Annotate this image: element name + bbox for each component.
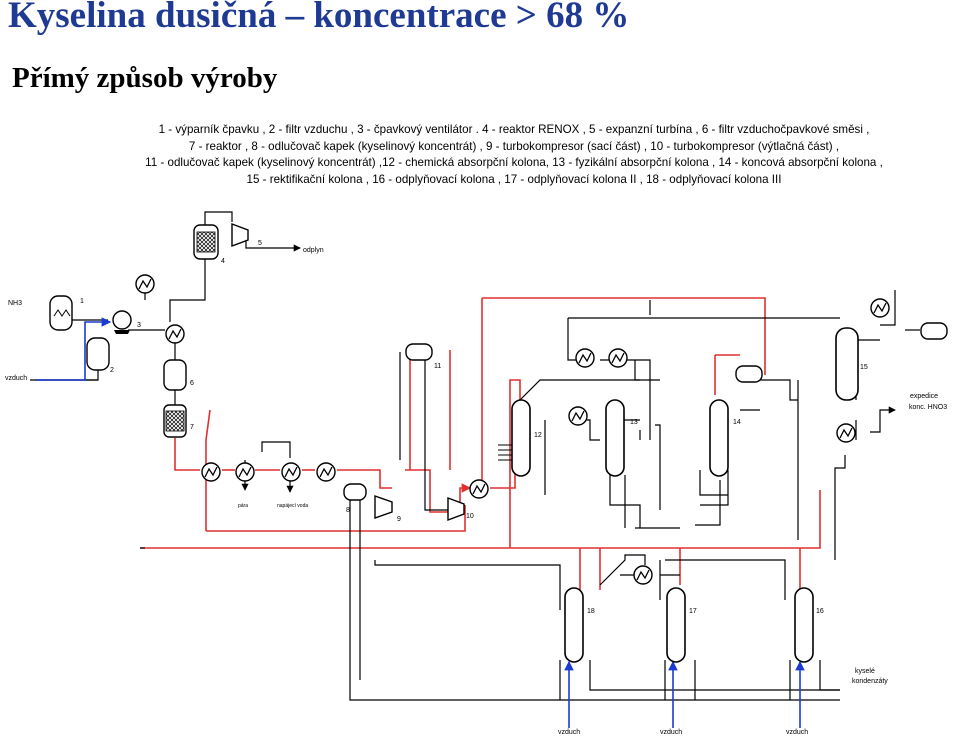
heat-exchanger-icon bbox=[281, 462, 301, 482]
air-lines bbox=[36, 317, 805, 728]
heat-exchanger-icon bbox=[165, 324, 185, 344]
renox-reactor bbox=[193, 224, 219, 260]
odplyn-label: odplyn bbox=[303, 247, 324, 254]
heat-exchanger-icon bbox=[469, 479, 489, 499]
legend-line-3: 11 - odlučovač kapek (kyselinový koncent… bbox=[145, 156, 883, 170]
vzduch-18-label: vzduch bbox=[558, 729, 580, 736]
vzduch-16-label: vzduch bbox=[786, 729, 808, 736]
equipment-number: 18 bbox=[587, 608, 595, 615]
gas-lines bbox=[140, 297, 821, 590]
compressor-suction bbox=[374, 495, 393, 519]
air-filter bbox=[86, 337, 110, 371]
physical-absorption-column bbox=[605, 399, 625, 477]
equipment-number: 17 bbox=[689, 608, 697, 615]
heat-exchanger-icon bbox=[235, 462, 255, 482]
nh3-label: NH3 bbox=[8, 300, 22, 307]
page-title: Kyselina dusičná – koncentrace > 68 % bbox=[8, 0, 630, 36]
equipment-number: 13 bbox=[630, 419, 638, 426]
heat-exchanger-icon bbox=[201, 462, 221, 482]
heat-exchanger-icon bbox=[135, 274, 155, 294]
legend-line-2: 7 - reaktor , 8 - odlučovač kapek (kysel… bbox=[188, 139, 840, 153]
chemical-absorption-column bbox=[498, 399, 531, 477]
equipment-number: 1 bbox=[80, 298, 84, 305]
main-reactor bbox=[163, 404, 187, 438]
equipment-legend: 1 - výparník čpavku , 2 - filtr vzduchu … bbox=[84, 122, 944, 188]
expansion-turbine bbox=[231, 222, 249, 248]
droplet-separator-8 bbox=[343, 483, 367, 501]
equipment-number: 3 bbox=[137, 322, 141, 329]
heat-exchanger-icon bbox=[836, 423, 856, 443]
heat-exchanger-icon bbox=[633, 565, 653, 585]
equipment-number: 14 bbox=[733, 419, 741, 426]
separator-vessel bbox=[735, 365, 763, 383]
stripping-column-17 bbox=[666, 587, 686, 663]
process-lines bbox=[30, 211, 920, 701]
expedice-label-1: expedice bbox=[910, 393, 938, 400]
heat-exchanger-icon bbox=[870, 298, 890, 318]
legend-line-4: 15 - rektifikační kolona , 16 - odplyňov… bbox=[246, 172, 782, 186]
heat-exchanger-icon bbox=[568, 406, 588, 426]
equipment-number: 15 bbox=[860, 364, 868, 371]
equipment-number: 6 bbox=[190, 380, 194, 387]
ammonia-vaporizer bbox=[49, 295, 73, 331]
legend-line-1: 1 - výparník čpavku , 2 - filtr vzduchu … bbox=[158, 123, 870, 136]
equipment-number: 9 bbox=[397, 516, 401, 523]
equipment-number: 5 bbox=[258, 240, 262, 247]
equipment-number: 16 bbox=[816, 608, 824, 615]
kysele-label-2: kondenzáty bbox=[852, 678, 888, 685]
heat-exchanger-icon bbox=[316, 462, 336, 482]
equipment-number: 4 bbox=[221, 258, 225, 265]
para-label: pára bbox=[238, 503, 248, 509]
vzduch-17-label: vzduch bbox=[660, 729, 682, 736]
expedice-label-2: konc. HNO3 bbox=[909, 404, 947, 411]
page-subtitle: Přímý způsob výroby bbox=[12, 62, 278, 94]
equipment-number: 8 bbox=[346, 507, 350, 514]
equipment-number: 12 bbox=[534, 432, 542, 439]
kysele-label-1: kyselé bbox=[855, 668, 875, 675]
reflux-drum bbox=[920, 322, 948, 340]
vzduch-inlet-label: vzduch bbox=[5, 375, 27, 382]
equipment-number: 10 bbox=[466, 513, 474, 520]
final-absorption-column bbox=[709, 399, 729, 477]
stripping-column-18 bbox=[564, 587, 584, 663]
stripping-column-16 bbox=[794, 587, 814, 663]
napajeci-voda-label: napájecí voda bbox=[277, 503, 308, 509]
equipment-number: 2 bbox=[110, 367, 114, 374]
heat-exchanger-icon bbox=[608, 348, 628, 368]
compressor-discharge bbox=[447, 496, 465, 522]
droplet-separator-11 bbox=[405, 343, 433, 361]
equipment-number: 7 bbox=[190, 424, 194, 431]
mixture-filter bbox=[163, 359, 187, 391]
heat-exchanger-icon bbox=[575, 348, 595, 368]
ammonia-fan bbox=[112, 310, 132, 334]
rectification-column bbox=[835, 327, 859, 401]
equipment-number: 11 bbox=[434, 363, 441, 370]
